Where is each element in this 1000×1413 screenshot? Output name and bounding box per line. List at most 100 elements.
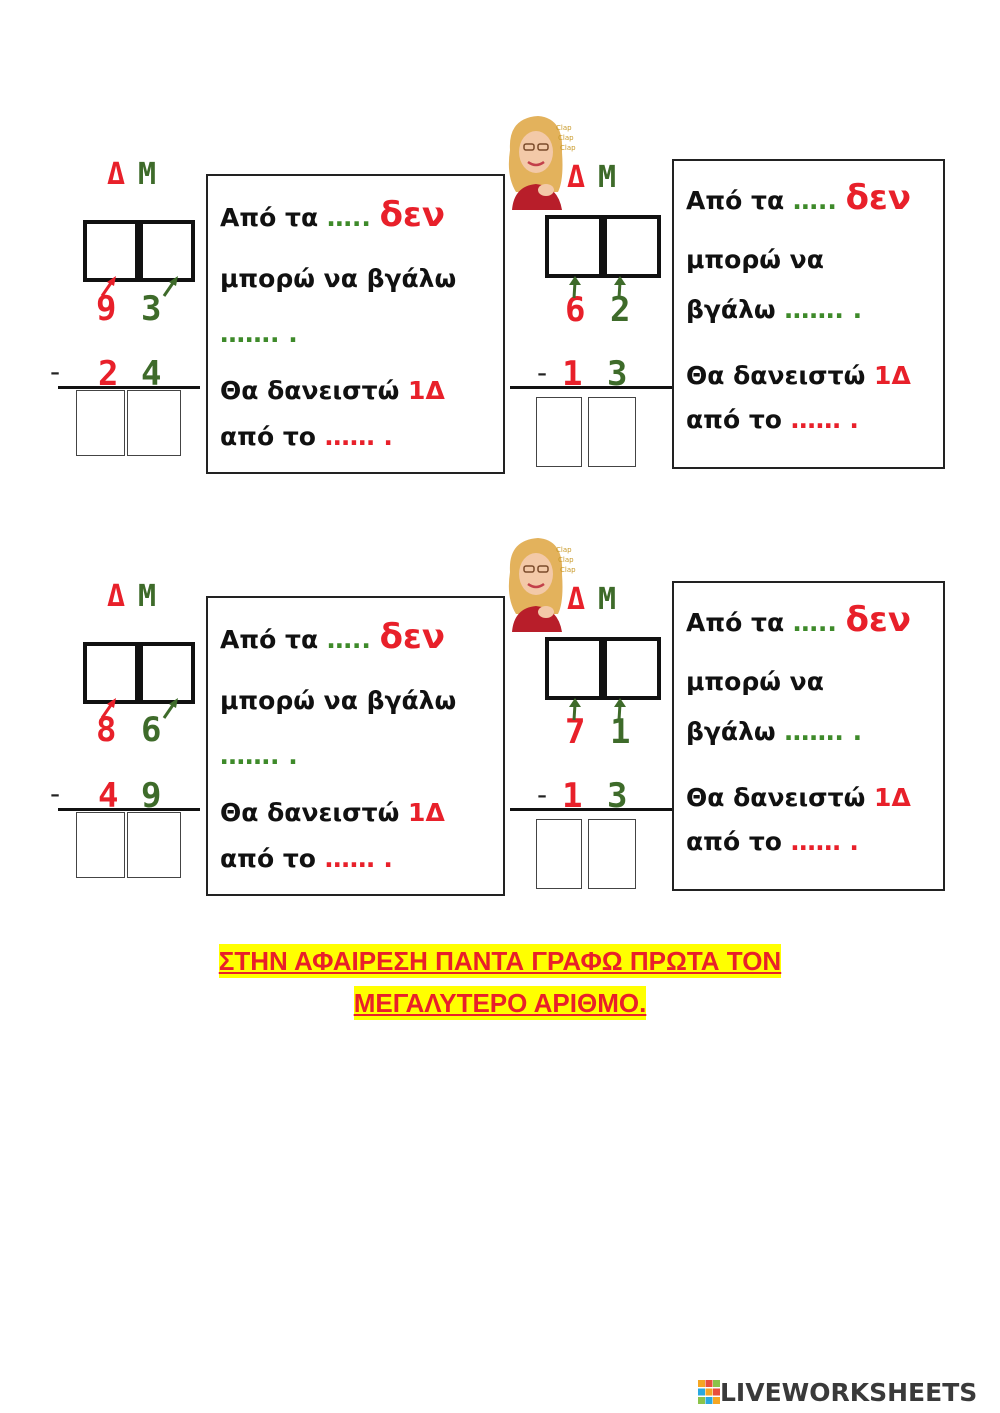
minuend-ones-digit: 1 — [610, 712, 631, 752]
text-vgalo: βγάλω — [686, 295, 776, 324]
blank-dots: ……. . — [220, 319, 298, 348]
explanation-box-2: Από τα ….. δεν μπορώ να βγάλω ……. . Θα δ… — [672, 159, 945, 469]
answer-box-tens[interactable] — [536, 819, 582, 889]
blank-dots: …… . — [324, 844, 393, 873]
blank-dots: ….. — [326, 203, 371, 232]
ones-header: M — [598, 160, 617, 195]
blank-dots: ….. — [792, 186, 837, 215]
borrow-box-tens[interactable] — [83, 642, 139, 704]
svg-text:Clap: Clap — [558, 556, 574, 564]
arrow-up-icon — [100, 276, 116, 297]
tens-header: Δ — [107, 579, 126, 614]
svg-text:Clap: Clap — [560, 566, 576, 574]
rule-note: ΣΤΗΝ ΑΦΑΙΡΕΣΗ ΠΑΝΤΑ ΓΡΑΦΩ ΠΡΩΤΑ ΤΟΝ — [0, 944, 1000, 978]
ones-header: M — [598, 582, 617, 617]
borrow-box-ones[interactable] — [603, 215, 661, 278]
text-apo-to: από το — [220, 422, 316, 451]
blank-dots: …… . — [790, 405, 859, 434]
text-mporo-na: μπορώ να — [686, 667, 824, 696]
arrow-up-icon — [569, 276, 581, 299]
svg-text:Clap: Clap — [556, 124, 572, 132]
subtrahend-tens-digit: 2 — [98, 354, 119, 394]
blank-dots: …… . — [324, 422, 393, 451]
arrow-up-icon — [162, 698, 178, 719]
liveworksheets-logo-icon — [698, 1380, 720, 1404]
arrow-up-icon — [614, 276, 626, 299]
text-tha-daneisto: Θα δανειστώ — [220, 798, 400, 827]
text-tha-daneisto: Θα δανειστώ — [686, 361, 866, 390]
arrow-up-icon — [569, 698, 581, 721]
answer-box-ones[interactable] — [588, 819, 636, 889]
svg-text:Clap: Clap — [560, 144, 576, 152]
text-apo-to: από το — [686, 405, 782, 434]
text-apo-to: από το — [220, 844, 316, 873]
answer-box-tens[interactable] — [76, 812, 125, 878]
text-one-d: 1Δ — [874, 361, 911, 390]
answer-box-ones[interactable] — [127, 390, 181, 456]
minuend-ones-digit: 3 — [141, 289, 162, 329]
text-mporo-na-vgalo: μπορώ να βγάλω — [220, 264, 457, 293]
text-one-d: 1Δ — [874, 783, 911, 812]
subtrahend-ones-digit: 3 — [607, 354, 628, 394]
liveworksheets-logo: LIVEWORKSHEETS — [698, 1377, 978, 1407]
rule-note-2: ΜΕΓΑΛΥΤΕΡΟ ΑΡΙΘΜΟ. — [0, 986, 1000, 1020]
blank-dots: …… . — [790, 827, 859, 856]
text-apo-ta: Από τα — [220, 625, 319, 654]
sum-line — [510, 386, 680, 389]
borrow-box-tens[interactable] — [545, 637, 603, 700]
arrow-up-icon — [100, 698, 116, 719]
subtrahend-tens-digit: 4 — [98, 776, 119, 816]
subtrahend-ones-digit: 9 — [141, 776, 162, 816]
sum-line — [58, 386, 200, 389]
text-mporo-na-vgalo: μπορώ να βγάλω — [220, 686, 457, 715]
text-one-d: 1Δ — [408, 798, 445, 827]
text-tha-daneisto: Θα δανειστώ — [220, 376, 400, 405]
borrow-box-ones[interactable] — [139, 220, 195, 282]
minus-sign: - — [50, 777, 61, 810]
subtrahend-tens-digit: 1 — [562, 776, 583, 816]
sum-line — [58, 808, 200, 811]
tens-header: Δ — [107, 157, 126, 192]
minuend-tens-digit: 6 — [565, 290, 586, 330]
explanation-box-3: Από τα ….. δεν μπορώ να βγάλω ……. . Θα δ… — [206, 596, 505, 896]
minuend-tens-digit: 8 — [96, 710, 117, 750]
text-mporo-na: μπορώ να — [686, 245, 824, 274]
minuend-tens-digit: 7 — [565, 712, 586, 752]
minuend-tens-digit: 9 — [96, 289, 117, 329]
subtrahend-tens-digit: 1 — [562, 354, 583, 394]
minuend-ones-digit: 2 — [610, 290, 631, 330]
tens-header: Δ — [567, 582, 586, 617]
minus-sign: - — [537, 356, 548, 389]
borrow-box-tens[interactable] — [545, 215, 603, 278]
blank-dots: ……. . — [784, 295, 863, 324]
borrow-box-ones[interactable] — [603, 637, 661, 700]
sum-line — [510, 808, 680, 811]
explanation-box-4: Από τα ….. δεν μπορώ να βγάλω ……. . Θα δ… — [672, 581, 945, 891]
subtrahend-ones-digit: 4 — [141, 354, 162, 394]
answer-box-ones[interactable] — [127, 812, 181, 878]
brand-name: LIVEWORKSHEETS — [720, 1377, 978, 1407]
word-den: δεν — [379, 195, 446, 235]
blank-dots: ….. — [792, 608, 837, 637]
tens-header: Δ — [567, 160, 586, 195]
text-vgalo: βγάλω — [686, 717, 776, 746]
borrow-box-ones[interactable] — [139, 642, 195, 704]
rule-note-line-2: ΜΕΓΑΛΥΤΕΡΟ ΑΡΙΘΜΟ. — [353, 986, 647, 1020]
blank-dots: ……. . — [220, 741, 298, 770]
ones-header: M — [138, 157, 157, 192]
text-apo-ta: Από τα — [686, 608, 785, 637]
borrow-box-tens[interactable] — [83, 220, 139, 282]
blank-dots: ….. — [326, 625, 371, 654]
arrow-up-icon — [162, 276, 178, 297]
svg-text:Clap: Clap — [556, 546, 572, 554]
arrow-up-icon — [614, 698, 626, 721]
teacher-avatar-icon: Clap Clap Clap — [508, 116, 576, 210]
subtrahend-ones-digit: 3 — [607, 776, 628, 816]
answer-box-tens[interactable] — [76, 390, 125, 456]
answer-box-tens[interactable] — [536, 397, 582, 467]
minuend-ones-digit: 6 — [141, 710, 162, 750]
text-apo-ta: Από τα — [686, 186, 785, 215]
answer-box-ones[interactable] — [588, 397, 636, 467]
explanation-box-1: Από τα ….. δεν μπορώ να βγάλω ……. . Θα δ… — [206, 174, 505, 474]
word-den: δεν — [845, 600, 912, 640]
